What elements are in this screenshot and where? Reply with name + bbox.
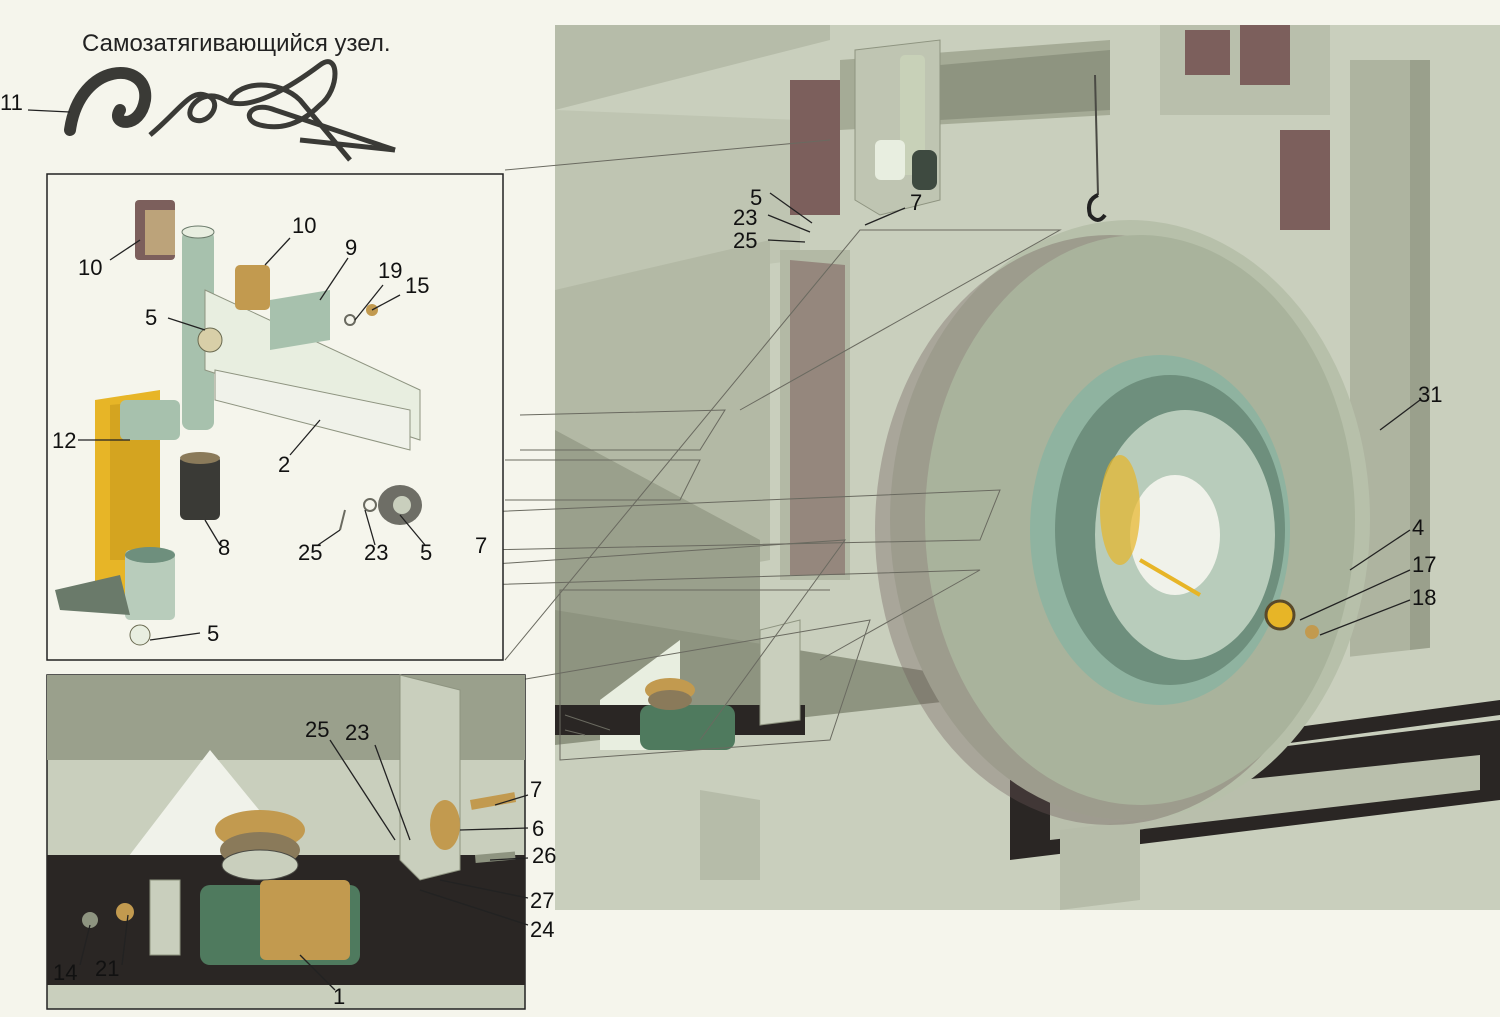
label-10-left: 10 <box>78 255 102 280</box>
label-24: 24 <box>530 917 554 942</box>
label-10-right: 10 <box>292 213 316 238</box>
callout-labels: 11 10 10 9 19 15 5 12 2 8 25 23 5 5 7 5 … <box>0 90 1442 1009</box>
label-31: 31 <box>1418 382 1442 407</box>
winch-main-view <box>555 619 805 750</box>
leader-lines <box>27 109 1421 991</box>
self-tightening-knot <box>64 59 396 162</box>
label-8: 8 <box>218 535 230 560</box>
construction-lines <box>477 139 1062 761</box>
label-5-box1-bottom: 5 <box>207 621 219 646</box>
label-17: 17 <box>1412 552 1436 577</box>
label-5-box1-pulley: 5 <box>420 540 432 565</box>
label-23-box2: 23 <box>345 720 369 745</box>
label-21: 21 <box>95 956 119 981</box>
label-14: 14 <box>53 960 77 985</box>
label-2: 2 <box>278 452 290 477</box>
label-1: 1 <box>333 984 345 1009</box>
spare-tire <box>875 220 1370 825</box>
label-25-main: 25 <box>733 228 757 253</box>
label-15: 15 <box>405 273 429 298</box>
label-4: 4 <box>1412 515 1424 540</box>
label-25-box1: 25 <box>298 540 322 565</box>
detail-box-hinge <box>46 173 504 661</box>
label-12: 12 <box>52 428 76 453</box>
label-27: 27 <box>530 888 554 913</box>
label-7-main: 7 <box>910 190 922 215</box>
label-6: 6 <box>532 816 544 841</box>
detail-box-winch <box>46 674 526 1010</box>
label-19: 19 <box>378 258 402 283</box>
label-7-middle: 7 <box>475 533 487 558</box>
diagram-title: Самозатягивающийся узел. <box>82 30 391 57</box>
label-9: 9 <box>345 235 357 260</box>
label-5-main: 5 <box>750 185 762 210</box>
label-25-box2: 25 <box>305 717 329 742</box>
label-23-box1: 23 <box>364 540 388 565</box>
upper-bracket <box>854 39 1107 222</box>
label-7-box2: 7 <box>530 777 542 802</box>
label-26: 26 <box>532 843 556 868</box>
label-5-box1-top: 5 <box>145 305 157 330</box>
label-18: 18 <box>1412 585 1436 610</box>
label-23-main: 23 <box>733 205 757 230</box>
label-11: 11 <box>0 90 23 115</box>
